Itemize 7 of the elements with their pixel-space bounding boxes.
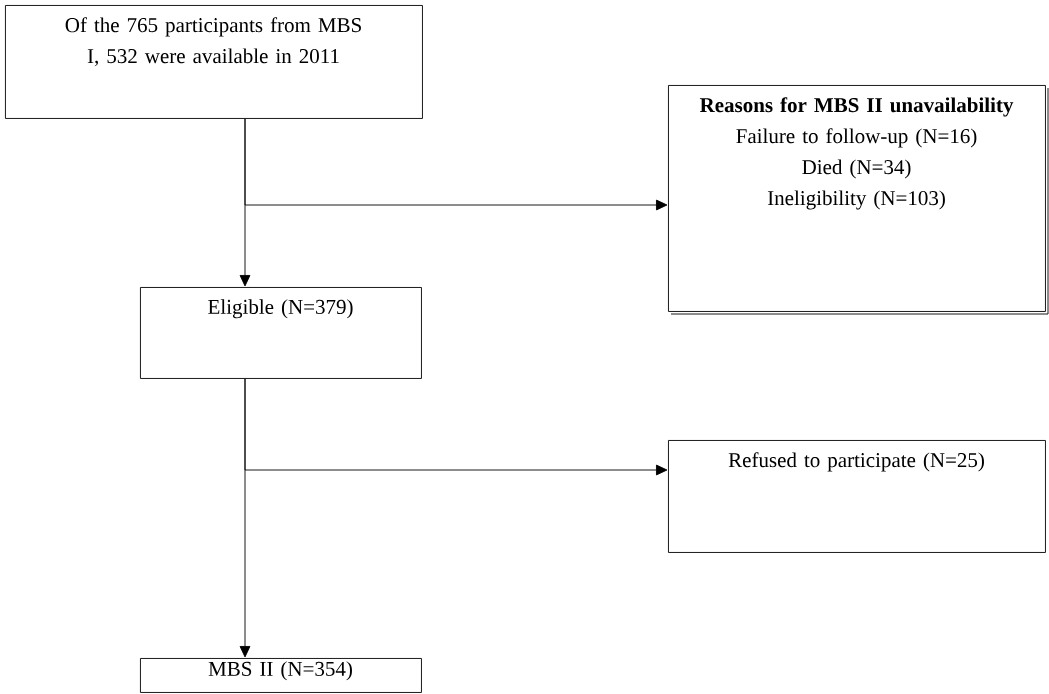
flow-box: MBS II (N=354) — [140, 658, 422, 693]
flow-box: Of the 765 participants from MBS I, 532 were available in 2011 — [5, 5, 423, 119]
arrow — [244, 378, 668, 476]
flow-box: Reasons for MBS II unavailability Failure to follow-up (N=16) Died (N=34) Ineligibility (N=103) — [668, 85, 1049, 315]
arrow — [244, 118, 668, 211]
flow-box: Refused to participate (N=25) — [668, 440, 1046, 553]
flow-box: Eligible (N=379) — [140, 287, 422, 379]
